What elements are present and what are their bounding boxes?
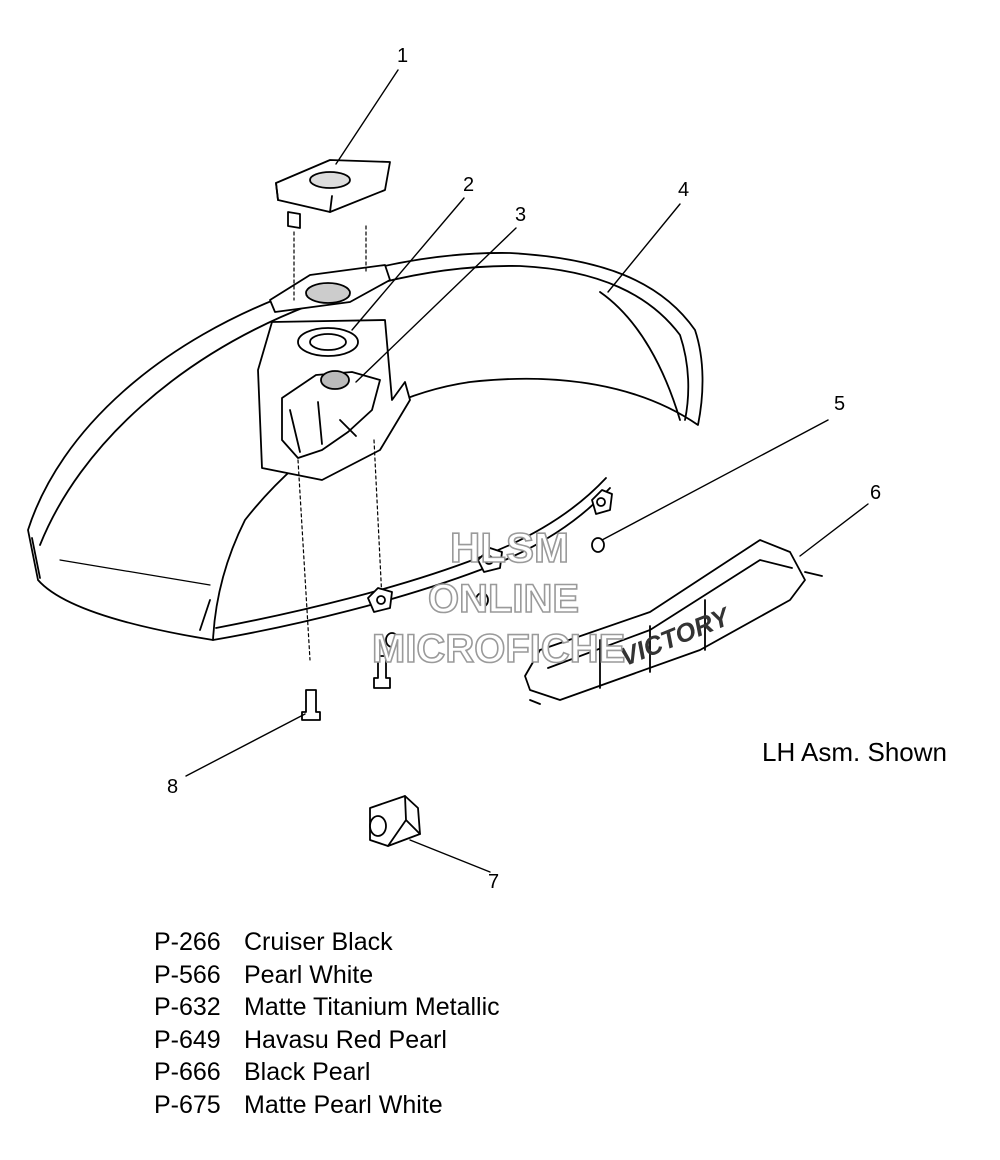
assembly-note: LH Asm. Shown — [762, 737, 947, 767]
callout-7: 7 — [488, 871, 499, 893]
legend-row: P-566 Pearl White — [154, 959, 500, 992]
callout-8: 8 — [167, 776, 178, 798]
paint-name: Black Pearl — [244, 1058, 371, 1087]
callout-5: 5 — [834, 393, 845, 415]
paint-code: P-566 — [154, 960, 221, 989]
grommet-fasteners — [385, 537, 605, 648]
leader-lines — [185, 69, 869, 873]
paint-name: Havasu Red Pearl — [244, 1025, 447, 1054]
callout-1: 1 — [397, 45, 408, 67]
rubber-spacer — [369, 795, 421, 847]
watermark: HLSM ONLINE MICROFICHE — [371, 523, 626, 672]
filler-opening — [269, 264, 391, 313]
legend-row: P-266 Cruiser Black — [154, 926, 500, 959]
mounting-tabs — [367, 489, 613, 613]
svg-text:MICROFICHE: MICROFICHE — [372, 627, 625, 671]
fuel-cap — [275, 159, 391, 229]
callout-6: 6 — [870, 482, 881, 504]
paint-code-legend: P-266 Cruiser Black P-566 Pearl White P-63… — [154, 926, 500, 1122]
paint-code: P-666 — [154, 1058, 221, 1087]
detail-inset — [257, 319, 411, 481]
alignment-lines — [293, 225, 383, 661]
screws — [301, 655, 391, 721]
legend-row: P-666 Black Pearl — [154, 1056, 500, 1089]
paint-name: Matte Pearl White — [244, 1090, 443, 1119]
callout-4: 4 — [678, 179, 689, 201]
paint-code: P-649 — [154, 1025, 221, 1054]
legend-row: P-649 Havasu Red Pearl — [154, 1024, 500, 1057]
svg-text:ONLINE: ONLINE — [428, 577, 579, 621]
paint-code: P-632 — [154, 993, 221, 1022]
legend-row: P-632 Matte Titanium Metallic — [154, 991, 500, 1024]
callout-2: 2 — [463, 174, 474, 196]
paint-code: P-266 — [154, 928, 221, 956]
tank-emblem — [524, 539, 823, 705]
paint-name: Matte Titanium Metallic — [244, 993, 500, 1022]
legend-row: P-675 Matte Pearl White — [154, 1089, 500, 1122]
svg-text:HLSM: HLSM — [450, 524, 569, 571]
callout-3: 3 — [515, 204, 526, 226]
paint-code: P-675 — [154, 1090, 221, 1119]
gasket — [297, 327, 359, 357]
paint-name: Pearl White — [244, 960, 374, 989]
paint-name: Cruiser Black — [244, 928, 393, 956]
